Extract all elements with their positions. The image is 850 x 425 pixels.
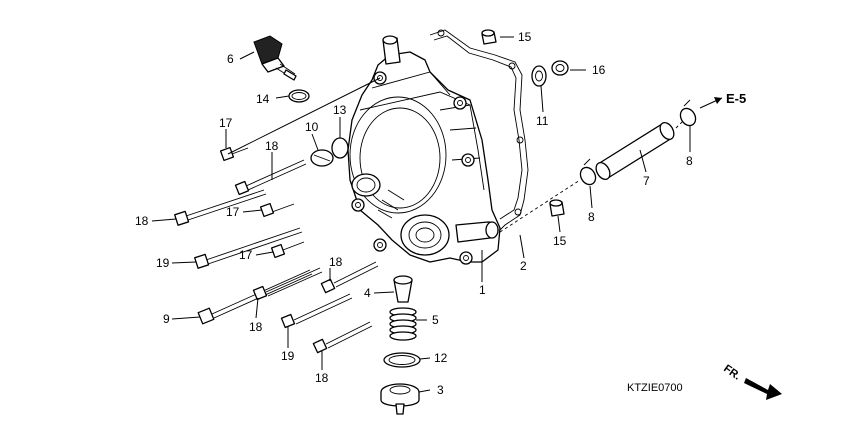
callout-15: 15 — [553, 234, 567, 248]
bolt-part-18-e — [312, 321, 373, 354]
diagram-code: KTZIE0700 — [627, 382, 683, 394]
bolt-part-18-c — [320, 261, 379, 294]
callout-17: 17 — [226, 205, 240, 219]
bolt-part-17-lower — [270, 241, 305, 259]
plug-part-10 — [310, 149, 334, 167]
callout-12: 12 — [434, 351, 448, 365]
front-direction-label: FR. — [721, 363, 742, 383]
callout-18: 18 — [265, 139, 279, 153]
spring-part-5 — [389, 307, 417, 341]
callout-8: 8 — [686, 154, 693, 168]
bolt-part-17-upper — [219, 146, 249, 162]
callout-1: 1 — [479, 283, 486, 297]
o-ring-part-12 — [383, 352, 421, 368]
callout-13: 13 — [333, 103, 347, 117]
hose-part-7 — [595, 121, 675, 181]
bolt-part-17-mid — [259, 202, 295, 218]
dowel-pin-part-15-upper — [481, 29, 497, 45]
front-direction-arrow: FR. — [721, 363, 782, 400]
callout-18: 18 — [329, 255, 343, 269]
callout-18: 18 — [249, 320, 263, 334]
gasket-part-2 — [429, 29, 529, 233]
callout-15: 15 — [518, 30, 532, 44]
callout-19: 19 — [281, 349, 295, 363]
section-reference-label: E-5 — [726, 91, 746, 106]
drain-cap-part-3 — [380, 383, 420, 415]
callout-5: 5 — [432, 313, 439, 327]
callout-10: 10 — [305, 120, 319, 134]
callout-9: 9 — [163, 312, 170, 326]
callout-11: 11 — [536, 114, 549, 128]
callout-14: 14 — [256, 92, 270, 106]
oil-dipstick-part-6 — [253, 35, 297, 81]
hose-clamp-part-8-upper — [679, 99, 697, 127]
callout-18: 18 — [135, 214, 149, 228]
callout-4: 4 — [364, 286, 371, 300]
callout-8: 8 — [588, 210, 595, 224]
bolt-part-18-long-a — [234, 159, 307, 196]
callout-2: 2 — [520, 259, 527, 273]
callout-17: 17 — [219, 116, 233, 130]
callout-18: 18 — [315, 371, 329, 385]
callout-16: 16 — [592, 63, 606, 77]
leader-lines — [151, 36, 691, 393]
callout-labels: 6 14 17 10 13 18 18 17 19 17 18 9 18 19 … — [135, 30, 693, 397]
callout-7: 7 — [643, 174, 650, 188]
bolt-part-9 — [197, 269, 313, 325]
bolt-part-19-b — [280, 293, 353, 329]
right-crankcase-cover-part-1 — [347, 35, 501, 265]
callout-19: 19 — [156, 256, 170, 270]
clip-part-16 — [551, 60, 569, 76]
bolt-part-18-d — [252, 267, 323, 301]
strainer-part-4 — [393, 275, 413, 303]
callout-17: 17 — [239, 248, 253, 262]
callout-6: 6 — [227, 52, 234, 66]
dowel-pin-part-15-lower — [549, 199, 565, 217]
callout-3: 3 — [437, 383, 444, 397]
hose-clamp-part-8-lower — [579, 158, 597, 186]
bolt-part-19-a — [194, 227, 303, 269]
bolt-part-18-long-b — [174, 189, 267, 226]
seal-part-11 — [531, 65, 547, 87]
reference-arrow — [699, 97, 723, 109]
o-ring-part-13 — [331, 137, 349, 159]
o-ring-inner — [291, 92, 307, 100]
